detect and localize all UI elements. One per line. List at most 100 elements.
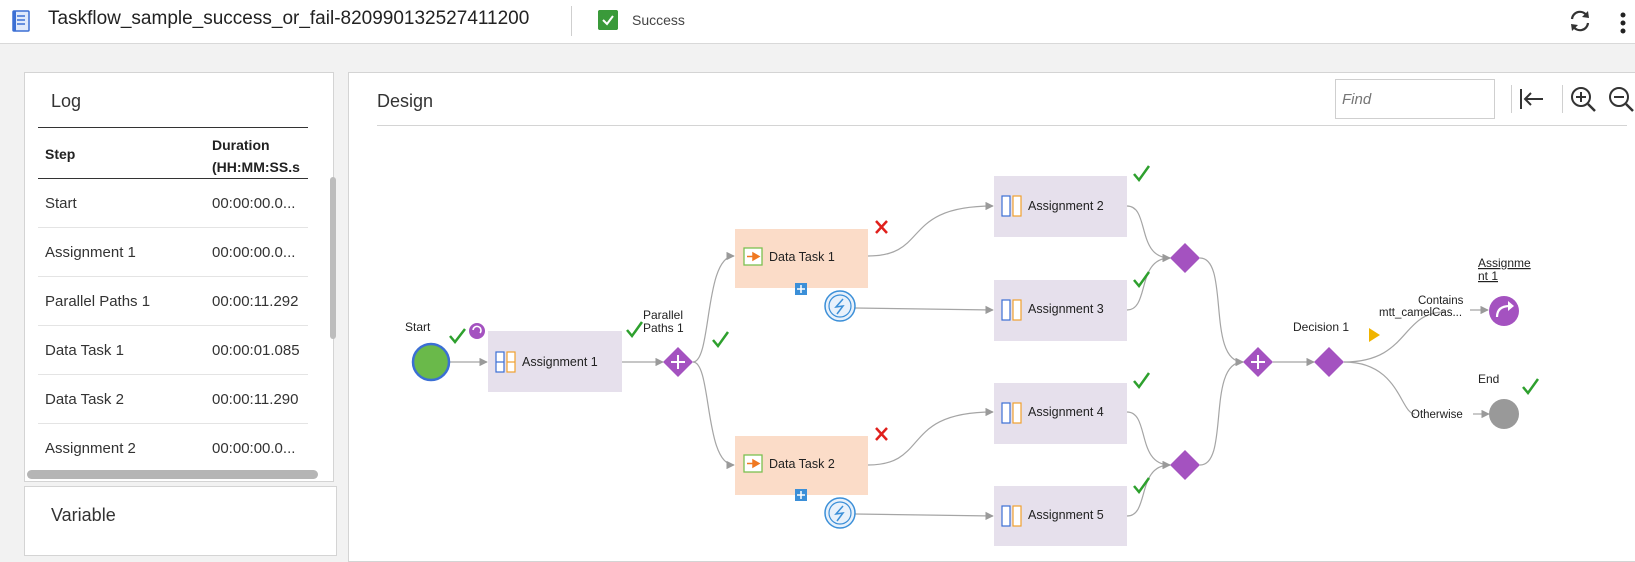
parallel-label-line2: Paths 1 (643, 321, 684, 335)
log-table-header: Step Duration (HH:MM:SS.s (38, 127, 308, 179)
success-check-icon (626, 321, 644, 339)
assignment-icon (1001, 299, 1011, 321)
connector-datatask1-assign2 (867, 201, 994, 257)
success-check-icon (1133, 477, 1151, 495)
data-task-2-node[interactable]: Data Task 2 (735, 427, 888, 529)
assignment-icon (495, 351, 516, 373)
connector-join1-join3 (1199, 257, 1244, 367)
find-input[interactable] (1335, 79, 1495, 119)
assignment-2-node[interactable]: Assignment 2 (994, 165, 1151, 237)
skip-badge-icon (469, 323, 485, 339)
join-gateway-2[interactable] (1170, 450, 1200, 480)
assignment-2-label: Assignment 2 (1028, 199, 1104, 213)
contains-label-line1: Contains (1418, 295, 1464, 307)
expand-plus-icon[interactable] (795, 283, 807, 295)
assignment-5-label: Assignment 5 (1028, 508, 1104, 522)
warning-triangle-icon (1369, 328, 1380, 342)
log-vertical-scrollbar[interactable] (330, 177, 336, 339)
title-divider (571, 6, 572, 36)
decision-1-node[interactable]: Decision 1 (1293, 320, 1380, 377)
connectors (448, 201, 1490, 521)
fail-x-icon (875, 427, 888, 441)
connector-event2-assign5 (854, 511, 994, 521)
contains-label-line2: mtt_camelCas... (1379, 307, 1462, 319)
row-step: Assignment 2 (45, 440, 136, 457)
data-task-2-label: Data Task 2 (769, 457, 835, 471)
zoom-out-icon[interactable] (1605, 83, 1635, 115)
more-vertical-icon[interactable] (1616, 10, 1630, 36)
event-boundary-icon[interactable] (824, 290, 856, 322)
end-label: End (1478, 372, 1499, 386)
success-check-icon (1133, 372, 1151, 390)
status-label: Success (632, 12, 685, 28)
connector-assign3-join1 (1126, 253, 1171, 311)
column-step[interactable]: Step (45, 146, 76, 162)
assignment-3-node[interactable]: Assignment 3 (994, 271, 1151, 341)
fail-x-icon (875, 220, 888, 234)
assignment-4-node[interactable]: Assignment 4 (994, 372, 1151, 444)
assignment-1-node[interactable]: Assignment 1 (488, 331, 622, 392)
success-check-icon (712, 331, 730, 349)
join-gateway-3[interactable] (1243, 347, 1273, 377)
zoom-in-icon[interactable] (1567, 83, 1599, 115)
column-duration-line2: (HH:MM:SS.s (212, 159, 300, 175)
refresh-icon[interactable] (1566, 7, 1594, 35)
row-duration: 00:00:11.290 (212, 391, 299, 408)
table-row[interactable]: Start 00:00:00.0... (38, 179, 308, 228)
page-title: Taskflow_sample_success_or_fail-82099013… (48, 8, 530, 29)
connector-assign2-join1 (1126, 205, 1171, 263)
success-check-icon (449, 328, 466, 344)
success-check-icon (1133, 271, 1151, 289)
log-title: Log (51, 91, 82, 111)
column-duration-line1: Duration (212, 137, 270, 153)
table-row[interactable]: Data Task 2 00:00:11.290 (38, 375, 308, 424)
row-duration: 00:00:00.0... (212, 244, 296, 261)
variable-panel: Variable (24, 486, 337, 556)
decision-1-label: Decision 1 (1293, 320, 1349, 334)
design-title: Design (377, 91, 434, 111)
start-label: Start (405, 320, 431, 334)
assignment-link-node[interactable]: Assignme nt 1 (1478, 256, 1531, 326)
table-row[interactable]: Assignment 1 00:00:00.0... (38, 228, 308, 277)
connector-join2-join3 (1199, 357, 1244, 466)
connector-decision-contains (1343, 311, 1446, 363)
end-node[interactable]: End (1478, 372, 1540, 429)
assignment-5-node[interactable]: Assignment 5 (994, 477, 1151, 546)
design-divider (377, 125, 1627, 126)
parallel-paths-node[interactable]: Parallel Paths 1 (626, 308, 730, 377)
otherwise-label: Otherwise (1411, 409, 1463, 421)
assignment-3-label: Assignment 3 (1028, 302, 1104, 316)
success-check-icon (1522, 378, 1540, 396)
expand-plus-icon[interactable] (795, 489, 807, 501)
data-task-1-node[interactable]: Data Task 1 (735, 220, 888, 322)
collapse-left-icon[interactable] (1515, 83, 1547, 115)
connector-assign5-join2 (1126, 460, 1171, 517)
column-duration[interactable]: Duration (HH:MM:SS.s (212, 134, 300, 178)
top-bar: Taskflow_sample_success_or_fail-82099013… (0, 0, 1635, 44)
document-icon (12, 10, 30, 32)
row-duration: 00:00:01.085 (212, 342, 300, 359)
variable-title: Variable (51, 505, 116, 525)
row-step: Start (45, 195, 77, 212)
connector-assign4-join2 (1126, 411, 1171, 470)
log-panel: Log Step Duration (HH:MM:SS.s Start 00:0… (24, 72, 336, 482)
assignment-icon (1001, 402, 1011, 424)
join-gateway-1[interactable] (1170, 243, 1200, 273)
parallel-label-line1: Parallel (643, 308, 683, 322)
success-check-icon (598, 10, 618, 30)
assignment-icon (1001, 505, 1011, 527)
row-duration: 00:00:11.292 (212, 293, 299, 310)
table-row[interactable]: Data Task 1 00:00:01.085 (38, 326, 308, 375)
event-boundary-icon[interactable] (824, 497, 856, 529)
connector-event1-assign3 (854, 305, 994, 315)
start-node[interactable]: Start (405, 320, 485, 382)
log-horizontal-scrollbar[interactable] (27, 470, 318, 479)
design-panel: Design (348, 72, 1635, 562)
assignment-icon (1001, 195, 1011, 217)
toolbar-divider (1562, 85, 1563, 113)
row-step: Assignment 1 (45, 244, 136, 261)
connector-datatask2-assign4 (867, 407, 994, 466)
data-task-1-label: Data Task 1 (769, 250, 835, 264)
table-row[interactable]: Parallel Paths 1 00:00:11.292 (38, 277, 308, 326)
assignment-1-label: Assignment 1 (522, 355, 598, 369)
